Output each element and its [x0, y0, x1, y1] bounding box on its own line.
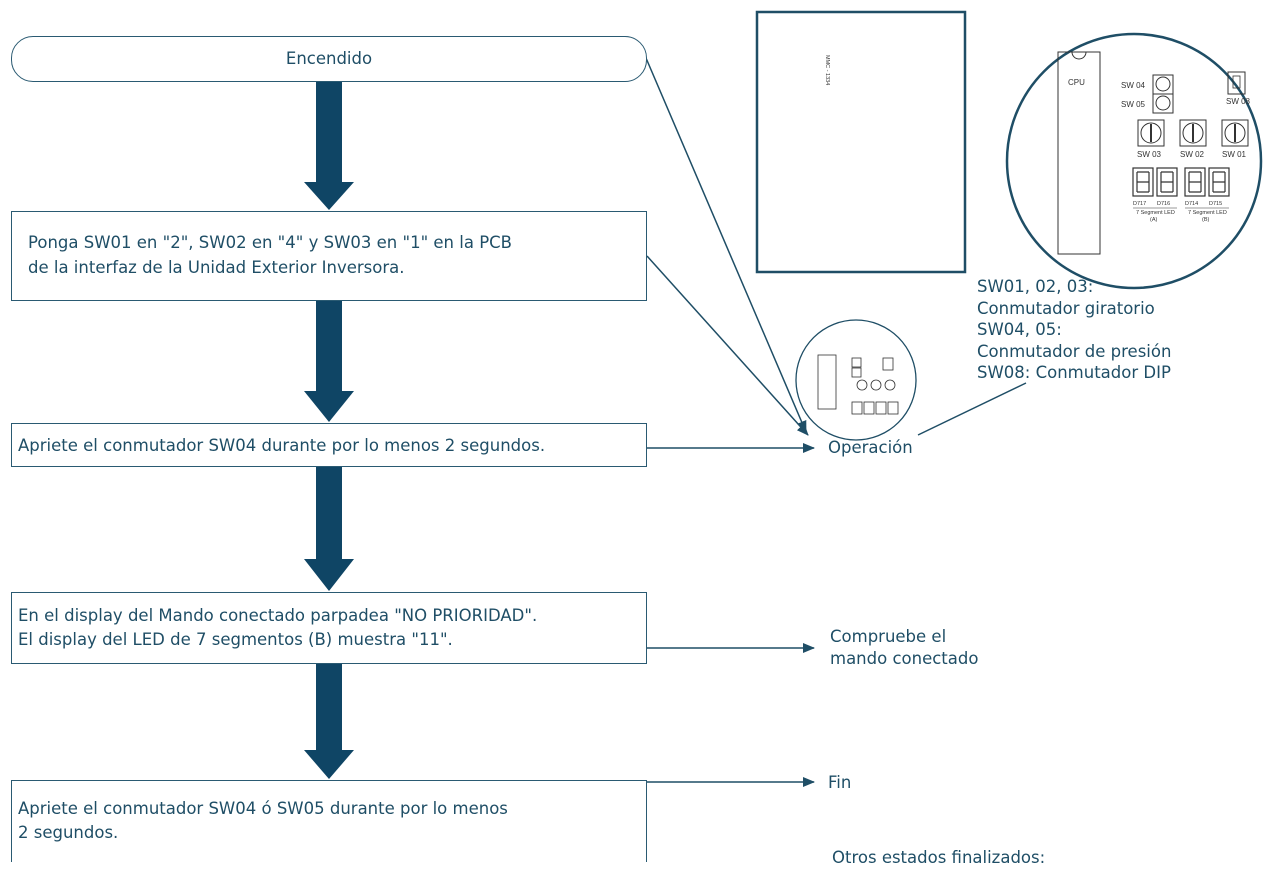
down-arrow-3	[304, 467, 354, 591]
connector-start-to-operation	[645, 57, 807, 433]
d716-label: D716	[1157, 201, 1170, 207]
connector-step1-to-operation	[646, 255, 809, 436]
d717-label: D717	[1133, 201, 1146, 207]
group-b-label: (B)	[1202, 217, 1210, 223]
legend-line1: SW01, 02, 03:	[977, 277, 1094, 296]
step2-text: Apriete el conmutador SW04 durante por l…	[18, 436, 546, 455]
sw02-label: SW 02	[1180, 150, 1205, 159]
d715-label: D715	[1209, 201, 1222, 207]
check-line1: Compruebe el	[830, 627, 947, 646]
down-arrow-4	[304, 664, 354, 779]
step1-line1: Ponga SW01 en "2", SW02 en "4" y SW03 en…	[28, 233, 512, 252]
connector-lines	[645, 57, 1027, 787]
sw03-label: SW 03	[1137, 150, 1162, 159]
step4-line1: Apriete el conmutador SW04 ó SW05 durant…	[18, 799, 508, 818]
end-label: Fin	[828, 773, 852, 792]
down-arrow-2	[304, 301, 354, 422]
sw04-label: SW 04	[1121, 81, 1146, 90]
pcb-small-circle	[795, 319, 917, 441]
cpu-label: CPU	[1068, 78, 1085, 87]
seg-led-b-label: 7 Segment LED	[1188, 210, 1227, 216]
seg-led-a-label: 7 Segment LED	[1136, 210, 1175, 216]
step2-box: Apriete el conmutador SW04 durante por l…	[11, 423, 647, 467]
sw01-label: SW 01	[1222, 150, 1247, 159]
legend-line2: Conmutador giratorio	[977, 298, 1155, 318]
pcb-board-code: MMC - 1334	[824, 55, 830, 85]
legend-line3: SW04, 05:	[977, 320, 1062, 339]
step1-line2: de la interfaz de la Unidad Exterior Inv…	[28, 258, 405, 277]
group-a-label: (A)	[1150, 217, 1158, 223]
check-line2: mando conectado	[830, 649, 979, 668]
step1-box: Ponga SW01 en "2", SW02 en "4" y SW03 en…	[11, 211, 647, 301]
operation-label: Operación	[828, 438, 913, 457]
step4-line2: 2 segundos.	[18, 823, 119, 842]
step3-box: En el display del Mando conectado parpad…	[11, 592, 647, 664]
down-arrow-1	[304, 82, 354, 210]
sw05-label: SW 05	[1121, 100, 1146, 109]
sw08-label: SW 08	[1226, 97, 1251, 106]
start-label: Encendido	[285, 49, 373, 68]
other-states-label: Otros estados finalizados:	[832, 848, 1046, 867]
zoom-connector-line	[917, 382, 1027, 436]
d714-label: D714	[1185, 201, 1198, 207]
step3-line2: El display del LED de 7 segmentos (B) mu…	[18, 630, 453, 649]
step4-box: Apriete el conmutador SW04 ó SW05 durant…	[11, 780, 647, 862]
down-arrows	[304, 82, 354, 779]
pcb-board-outline	[755, 10, 967, 274]
pcb-zoom-circle: CPU SW 04 SW 05 SW 08 SW 03 SW 02 SW 01 …	[1005, 32, 1263, 290]
legend-line5: SW08: Conmutador DIP	[977, 363, 1171, 382]
step3-line1: En el display del Mando conectado parpad…	[18, 606, 538, 625]
legend-line4: Conmutador de presión	[977, 341, 1172, 361]
start-box: Encendido	[11, 36, 647, 82]
switch-legend: SW01, 02, 03: Conmutador giratorio SW04,…	[977, 276, 1171, 384]
